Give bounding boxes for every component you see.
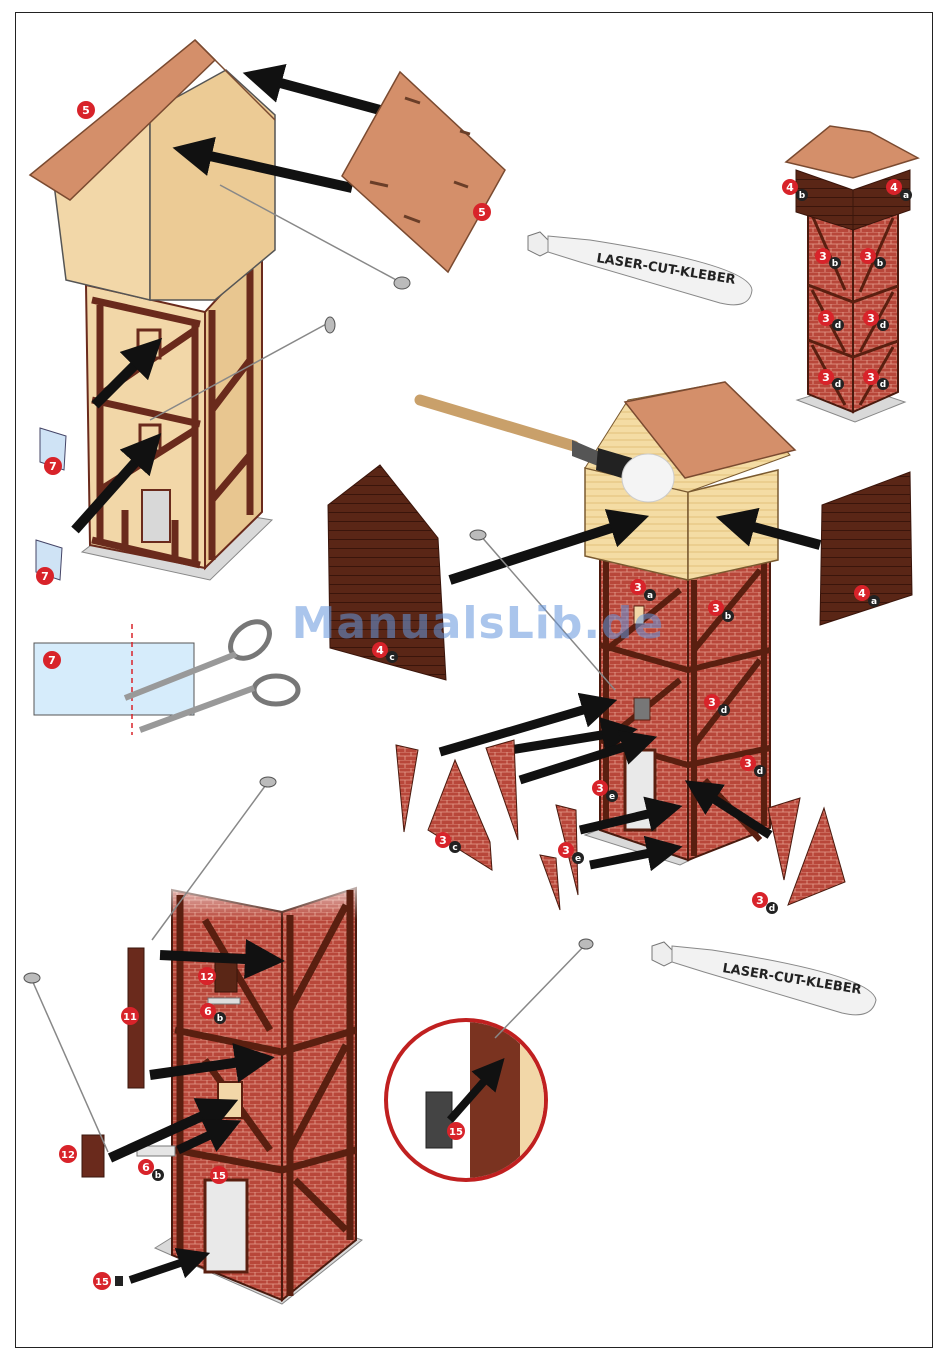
tower-step-windows bbox=[24, 777, 365, 1304]
svg-text:3: 3 bbox=[867, 312, 875, 325]
svg-text:b: b bbox=[155, 1171, 162, 1181]
badge-part-7: 7 bbox=[36, 567, 54, 585]
svg-text:3: 3 bbox=[819, 250, 827, 263]
badge-part-6b: 6b bbox=[138, 1159, 164, 1181]
tower-finished bbox=[786, 126, 918, 422]
badge-part-11: 11 bbox=[121, 1007, 139, 1025]
glue-bottle: LASER-CUT-KLEBER bbox=[528, 232, 752, 305]
badge-part-7: 7 bbox=[43, 651, 61, 669]
svg-text:15: 15 bbox=[95, 1277, 109, 1288]
glass-sheet-cutting bbox=[34, 614, 298, 735]
svg-text:3: 3 bbox=[756, 894, 764, 907]
svg-text:d: d bbox=[721, 706, 727, 716]
svg-text:11: 11 bbox=[123, 1012, 137, 1023]
badge-part-12: 12 bbox=[198, 967, 216, 985]
svg-text:12: 12 bbox=[200, 972, 214, 983]
svg-text:d: d bbox=[835, 321, 841, 331]
svg-text:c: c bbox=[389, 653, 394, 663]
svg-text:3: 3 bbox=[562, 844, 570, 857]
svg-text:7: 7 bbox=[49, 460, 57, 473]
svg-text:5: 5 bbox=[82, 104, 90, 117]
svg-text:b: b bbox=[725, 612, 732, 622]
svg-text:e: e bbox=[609, 792, 615, 802]
svg-text:3: 3 bbox=[864, 250, 872, 263]
svg-text:d: d bbox=[835, 380, 841, 390]
svg-text:3: 3 bbox=[596, 782, 604, 795]
svg-text:d: d bbox=[880, 380, 886, 390]
badge-part-3d: 3d bbox=[752, 892, 778, 914]
svg-text:c: c bbox=[452, 843, 457, 853]
svg-text:4: 4 bbox=[890, 181, 898, 194]
svg-text:d: d bbox=[769, 904, 775, 914]
badge-part-15: 15 bbox=[210, 1166, 228, 1184]
badge-part-7: 7 bbox=[44, 457, 62, 475]
svg-text:a: a bbox=[871, 597, 877, 607]
svg-text:15: 15 bbox=[212, 1171, 226, 1182]
svg-text:6: 6 bbox=[204, 1005, 212, 1018]
arrow bbox=[262, 78, 380, 110]
badge-part-12: 12 bbox=[59, 1145, 77, 1163]
svg-text:4: 4 bbox=[858, 587, 866, 600]
svg-text:e: e bbox=[575, 854, 581, 864]
svg-text:d: d bbox=[880, 321, 886, 331]
svg-text:3: 3 bbox=[822, 371, 830, 384]
svg-text:b: b bbox=[832, 259, 839, 269]
svg-text:b: b bbox=[799, 191, 806, 201]
svg-text:d: d bbox=[757, 767, 763, 777]
svg-text:3: 3 bbox=[744, 757, 752, 770]
svg-text:b: b bbox=[217, 1014, 224, 1024]
svg-text:3: 3 bbox=[712, 602, 720, 615]
detail-magnifier bbox=[386, 939, 593, 1190]
watermark: ManualsLib.de bbox=[288, 598, 668, 649]
svg-text:6: 6 bbox=[142, 1161, 150, 1174]
badge-part-15: 15 bbox=[93, 1272, 111, 1290]
svg-text:3: 3 bbox=[634, 581, 642, 594]
svg-text:12: 12 bbox=[61, 1150, 75, 1161]
paint-brush bbox=[420, 400, 574, 446]
svg-text:3: 3 bbox=[867, 371, 875, 384]
glue-bottle: LASER-CUT-KLEBER bbox=[652, 942, 876, 1015]
badge-part-5: 5 bbox=[77, 101, 95, 119]
svg-text:4: 4 bbox=[786, 181, 794, 194]
svg-text:a: a bbox=[903, 191, 909, 201]
tower-door-opening bbox=[142, 490, 170, 542]
badge-part-5: 5 bbox=[473, 203, 491, 221]
svg-text:3: 3 bbox=[439, 834, 447, 847]
svg-text:5: 5 bbox=[478, 206, 486, 219]
svg-text:3: 3 bbox=[822, 312, 830, 325]
badge-part-15: 15 bbox=[447, 1122, 465, 1140]
svg-text:7: 7 bbox=[41, 570, 49, 583]
svg-text:15: 15 bbox=[449, 1127, 463, 1138]
wall-panel-4a bbox=[820, 472, 912, 625]
svg-text:7: 7 bbox=[48, 654, 56, 667]
svg-text:3: 3 bbox=[708, 696, 716, 709]
svg-text:b: b bbox=[877, 259, 884, 269]
